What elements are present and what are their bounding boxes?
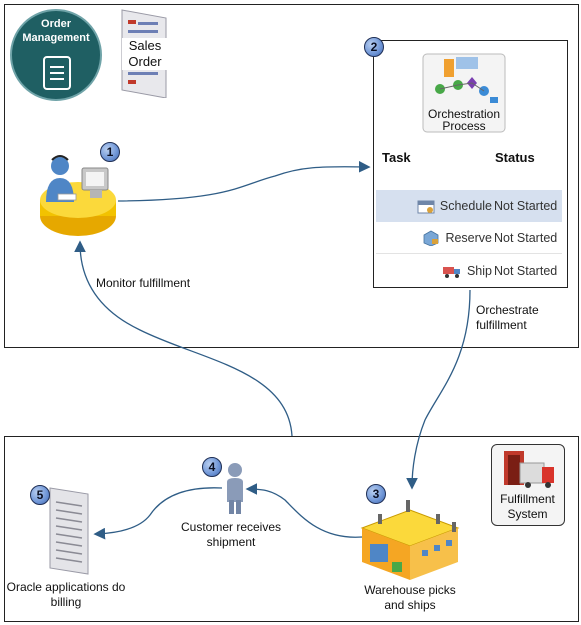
step-2-badge: 2 — [364, 37, 384, 57]
orchestration-process-icon — [422, 53, 506, 133]
oracle-billing-label: Oracle applications do billing — [6, 580, 126, 609]
flow-orchestrate — [406, 289, 471, 490]
fulfillment-system-node: Fulfillment System — [491, 444, 565, 526]
warehouse-icon — [360, 500, 460, 580]
orchestration-process-label: Orchestration Process — [427, 107, 501, 133]
flow-monitor — [74, 240, 293, 437]
task-name: Reserve — [445, 230, 492, 245]
task-row-reserve[interactable]: Reserve Not Started — [376, 222, 562, 254]
sales-order-label: Sales Order — [122, 38, 168, 70]
fulfillment-system-label: Fulfillment System — [500, 492, 555, 521]
step-3-badge: 3 — [366, 484, 386, 504]
customer-icon — [227, 463, 243, 514]
order-management-label: Order Management — [22, 18, 90, 44]
flow-to-customer — [245, 483, 363, 538]
flow-to-billing — [93, 487, 223, 540]
truck-icon — [442, 267, 460, 278]
calendar-icon — [417, 200, 435, 214]
task-row-ship[interactable]: Ship Not Started — [376, 255, 562, 287]
workstation-icon — [40, 155, 116, 236]
loading-dock-truck-icon — [504, 451, 554, 488]
task-status: Not Started — [494, 199, 558, 213]
warehouse-picks-label: Warehouse picks and ships — [364, 583, 456, 612]
flow-to-orchestration — [117, 160, 371, 202]
customer-receives-label: Customer receives shipment — [180, 520, 282, 549]
task-row-schedule[interactable]: Schedule Not Started — [376, 190, 562, 222]
task-column-header: Task — [382, 150, 411, 165]
monitor-fulfillment-label: Monitor fulfillment — [96, 276, 191, 290]
task-name: Ship — [466, 264, 492, 278]
orchestrate-fulfillment-label: Orchestrate fulfillment — [476, 303, 539, 332]
step-5-badge: 5 — [30, 485, 50, 505]
task-status: Not Started — [494, 264, 558, 278]
order-management-node: Order Management — [10, 9, 102, 101]
billing-document-icon — [49, 487, 89, 575]
document-icon — [43, 56, 71, 90]
step-4-badge: 4 — [202, 457, 222, 477]
step-1-badge: 1 — [100, 142, 120, 162]
task-status: Not Started — [494, 230, 558, 245]
box-lock-icon — [424, 230, 439, 246]
status-column-header: Status — [495, 150, 535, 165]
task-name: Schedule — [439, 199, 492, 213]
